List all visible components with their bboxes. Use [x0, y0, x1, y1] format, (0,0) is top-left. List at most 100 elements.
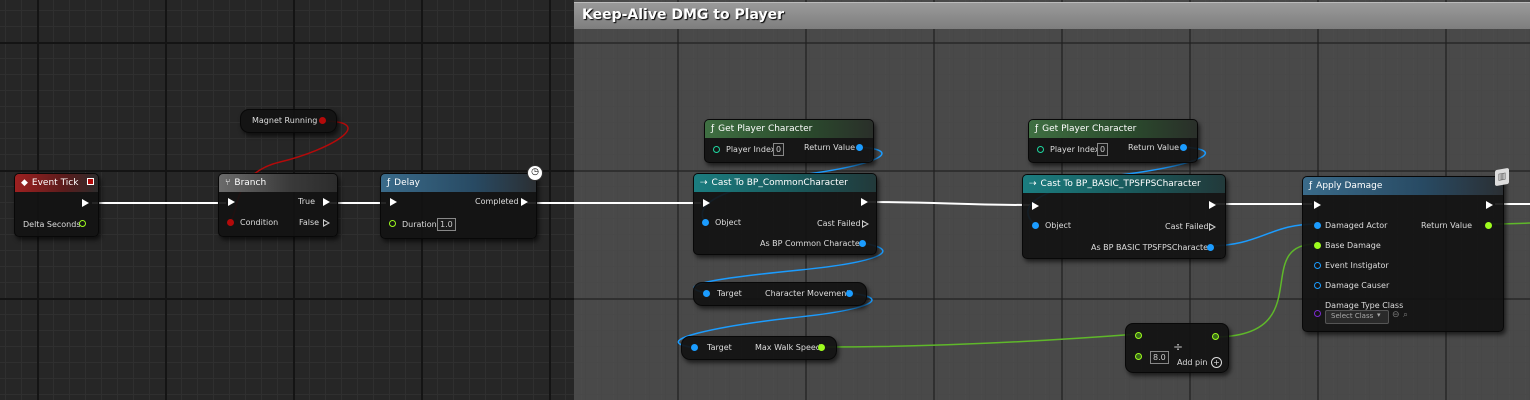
as-basic-character-pin[interactable] [1207, 244, 1214, 251]
magnet-running-node[interactable]: Magnet Running [240, 109, 337, 133]
object-pin[interactable] [702, 219, 709, 226]
damage-causer-pin[interactable] [1314, 282, 1321, 289]
completed-exec-pin[interactable] [521, 198, 528, 206]
dividend-pin[interactable] [1135, 332, 1142, 339]
node-title: Cast To BP_CommonCharacter [711, 178, 848, 188]
get-player-character-node[interactable]: ƒ Get Player Character Player Index 0 Re… [704, 119, 874, 163]
pin-label: Condition [240, 218, 279, 227]
delta-seconds-pin[interactable] [79, 220, 86, 227]
player-index-pin[interactable] [713, 146, 720, 153]
damage-type-class-pin[interactable] [1314, 310, 1321, 317]
return-value-pin[interactable] [856, 144, 863, 151]
return-value-pin[interactable] [1485, 222, 1492, 229]
event-icon: ◆ [21, 178, 28, 188]
object-pin[interactable] [1032, 222, 1039, 229]
pin-label: Return Value [1421, 221, 1473, 230]
pin-label: Delta Seconds [23, 220, 81, 229]
cast-header[interactable]: ⇢ Cast To BP_BASIC_TPSFPSCharacter [1023, 175, 1225, 193]
variable-label: Magnet Running [252, 116, 318, 125]
false-exec-pin[interactable] [323, 219, 330, 227]
delay-node[interactable]: ƒ Delay ◷ Completed Duration 1.0 [380, 165, 543, 239]
add-pin-label[interactable]: Add pin [1177, 358, 1208, 367]
delegate-pin[interactable] [87, 178, 94, 185]
pin-label: False [299, 218, 320, 227]
pin-label: Completed [475, 197, 519, 206]
branch-icon: ⑂ [225, 178, 231, 188]
pin-label: Player Index [726, 145, 776, 154]
bool-out-pin[interactable] [319, 117, 326, 124]
player-index-pin[interactable] [1037, 146, 1044, 153]
pin-label: Duration [402, 220, 437, 229]
branch-header[interactable]: ⑂ Branch [219, 174, 337, 192]
result-pin[interactable] [1212, 333, 1219, 340]
pin-label: Target [717, 289, 742, 298]
get-player-character-header[interactable]: ƒ Get Player Character [705, 120, 873, 138]
player-index-input[interactable]: 0 [1097, 143, 1109, 156]
apply-damage-node[interactable]: ƒ Apply Damage ▥ Damaged Actor Return Va… [1302, 167, 1509, 332]
base-damage-pin[interactable] [1314, 242, 1321, 249]
exec-in-pin[interactable] [228, 198, 235, 206]
delay-header[interactable]: ƒ Delay [381, 174, 536, 192]
pin-label: Max Walk Speed [755, 343, 821, 352]
function-icon: ƒ [387, 178, 391, 188]
chevron-down-icon: ▾ [1377, 311, 1381, 319]
server-icon: ▥ [1495, 167, 1509, 187]
cast-to-common-character-node[interactable]: ⇢ Cast To BP_CommonCharacter Object Cast… [693, 173, 877, 255]
pin-label: Damage Type Class [1325, 301, 1404, 310]
get-player-character-header[interactable]: ƒ Get Player Character [1029, 120, 1197, 138]
as-common-character-pin[interactable] [859, 240, 866, 247]
event-tick-node[interactable]: ◆ Event Tick Delta Seconds [14, 173, 99, 237]
add-pin-icon[interactable]: + [1211, 357, 1222, 368]
duration-pin[interactable] [389, 220, 396, 227]
exec-out-pin[interactable] [1209, 201, 1216, 209]
cast-icon: ⇢ [700, 178, 708, 188]
exec-in-pin[interactable] [390, 198, 397, 206]
event-instigator-pin[interactable] [1314, 262, 1321, 269]
character-movement-node[interactable]: Target Character Movement [693, 282, 867, 306]
condition-pin[interactable] [227, 219, 234, 226]
divide-symbol: ÷ [1173, 340, 1184, 354]
branch-node[interactable]: ⑂ Branch True Condition False [218, 173, 338, 237]
search-icon[interactable]: ⌕ [1403, 310, 1409, 320]
float-wire [1213, 243, 1317, 338]
cast-failed-exec-pin[interactable] [1209, 223, 1216, 231]
exec-in-pin[interactable] [703, 199, 710, 207]
cast-header[interactable]: ⇢ Cast To BP_CommonCharacter [694, 174, 876, 192]
select-class-dropdown[interactable]: Select Class ▾ [1325, 310, 1389, 324]
cast-to-basic-character-node[interactable]: ⇢ Cast To BP_BASIC_TPSFPSCharacter Objec… [1022, 174, 1226, 259]
player-index-input[interactable]: 0 [773, 143, 785, 156]
max-walk-speed-node[interactable]: Target Max Walk Speed [681, 336, 837, 360]
damaged-actor-pin[interactable] [1314, 222, 1321, 229]
get-player-character-node[interactable]: ƒ Get Player Character Player Index 0 Re… [1028, 119, 1198, 163]
exec-in-pin[interactable] [1032, 202, 1039, 210]
node-title: Apply Damage [1316, 181, 1383, 191]
pin-label: Damaged Actor [1325, 221, 1388, 230]
exec-out-pin[interactable] [1486, 201, 1493, 209]
apply-damage-header[interactable]: ƒ Apply Damage [1303, 177, 1503, 195]
divisor-pin[interactable] [1135, 353, 1142, 360]
return-value-pin[interactable] [1180, 144, 1187, 151]
pin-label: Event Instigator [1325, 261, 1389, 270]
divide-node[interactable]: ÷ 8.0 Add pin + [1125, 323, 1229, 373]
event-tick-header[interactable]: ◆ Event Tick [15, 174, 98, 192]
comment-header[interactable]: Keep-Alive DMG to Player [574, 2, 1530, 29]
true-exec-pin[interactable] [323, 198, 330, 206]
select-class-value: Select Class [1331, 312, 1374, 320]
pin-label: Return Value [804, 143, 856, 152]
cast-icon: ⇢ [1029, 179, 1037, 189]
exec-out-pin[interactable] [861, 198, 868, 206]
exec-out-pin[interactable] [82, 199, 89, 207]
divisor-input[interactable]: 8.0 [1150, 351, 1169, 364]
target-pin[interactable] [691, 344, 698, 351]
exec-in-pin[interactable] [1314, 201, 1321, 209]
character-movement-pin[interactable] [846, 290, 853, 297]
object-wire [677, 292, 873, 348]
node-title: Branch [234, 178, 267, 188]
cast-failed-exec-pin[interactable] [862, 220, 869, 228]
float-wire [820, 333, 1139, 348]
duration-input[interactable]: 1.0 [437, 218, 456, 231]
max-walk-speed-pin[interactable] [818, 344, 825, 351]
target-pin[interactable] [703, 290, 710, 297]
exec-wire [867, 201, 1032, 206]
use-selected-icon[interactable]: ⊖ [1392, 310, 1400, 320]
